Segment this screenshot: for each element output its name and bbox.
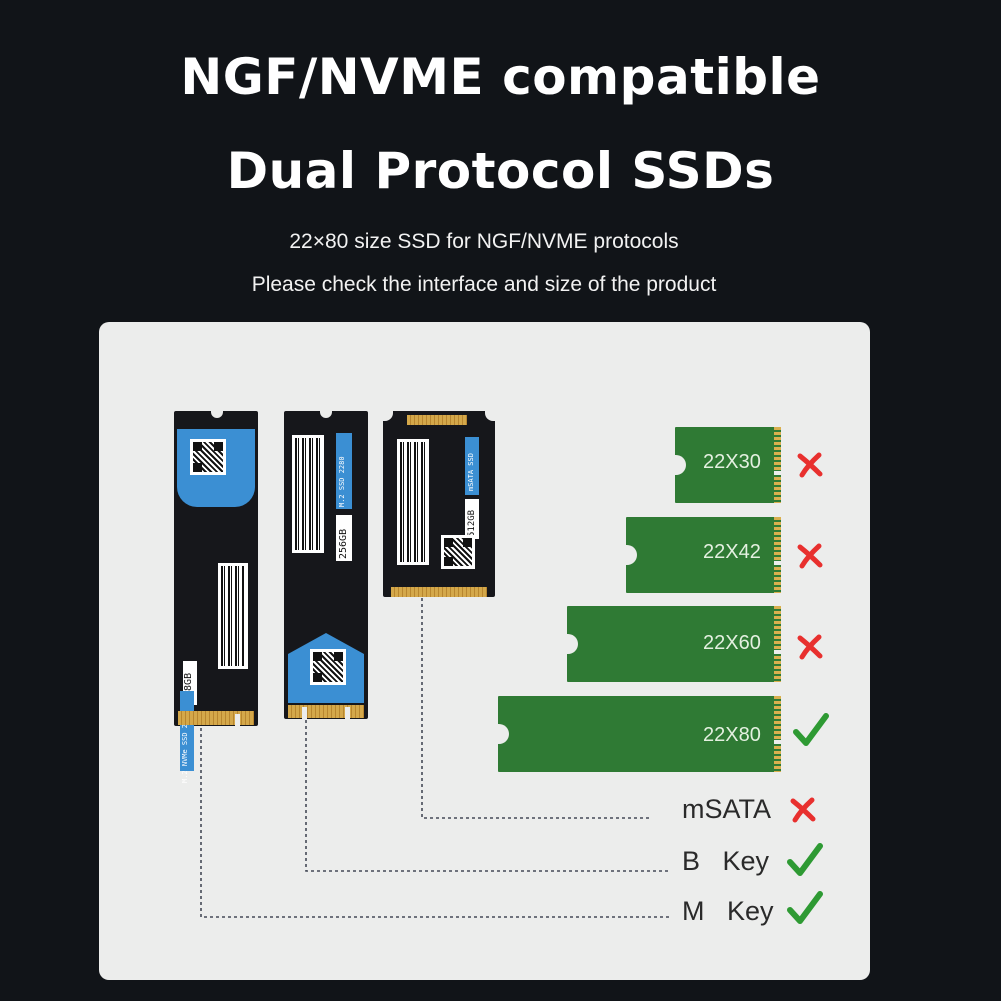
qr-code-icon — [190, 439, 226, 475]
subheading-line-1: 22×80 size SSD for NGF/NVME protocols — [289, 230, 679, 253]
board-22x60 — [566, 606, 783, 682]
qr-code-icon — [310, 649, 346, 685]
headline-line-1: NGF/NVME compatible — [180, 48, 821, 106]
blue-band — [336, 433, 352, 509]
check-icon — [787, 891, 823, 924]
board-22x42 — [625, 517, 783, 593]
check-icon — [787, 843, 823, 876]
blue-band — [465, 437, 479, 495]
interface-label-msata: mSATA — [682, 794, 772, 824]
cross-icon — [797, 543, 823, 569]
board-22x30 — [674, 427, 783, 503]
mount-notch-icon — [211, 410, 223, 418]
key-notch — [235, 714, 240, 727]
check-icon — [793, 713, 829, 746]
size-label-22x60: 22X60 — [703, 632, 761, 654]
subheading-line-2: Please check the interface and size of t… — [251, 273, 717, 296]
barcode-icon — [218, 563, 248, 669]
connector-lines — [200, 598, 671, 918]
mount-notch-icon — [381, 409, 393, 421]
size-label-22x80: 22X80 — [703, 724, 761, 746]
capacity-label-box — [465, 499, 479, 539]
ssd-card-m2: M.2 SSD 2280 256GB — [284, 410, 368, 720]
cross-icon — [797, 634, 823, 660]
mount-notch-icon — [320, 410, 332, 418]
interface-label-b-key: B Key — [682, 846, 770, 876]
ssd-card-msata: mSATA SSD 512GB — [381, 409, 497, 597]
key-notch — [345, 707, 350, 720]
size-label-22x30: 22X30 — [703, 451, 761, 473]
gold-connector — [391, 587, 487, 597]
cross-icon — [797, 452, 823, 478]
mount-notch-icon — [485, 409, 497, 421]
barcode-icon — [397, 439, 429, 565]
compatibility-panel: 128GB M.2 NVMe SSD 2280 M.2 SSD 2280 256… — [99, 322, 870, 980]
qr-code-icon — [441, 535, 475, 569]
key-notch — [302, 707, 307, 720]
capacity-label-box — [336, 515, 352, 561]
size-label-22x42: 22X42 — [703, 541, 761, 563]
board-22x80 — [497, 696, 783, 772]
barcode-icon — [292, 435, 324, 553]
interface-label-m-key: M Key — [682, 896, 774, 926]
headline-line-2: Dual Protocol SSDs — [226, 142, 775, 200]
top-connector — [407, 415, 467, 425]
cross-icon — [790, 797, 816, 823]
ssd-card-nvme: 128GB M.2 NVMe SSD 2280 — [174, 410, 258, 783]
